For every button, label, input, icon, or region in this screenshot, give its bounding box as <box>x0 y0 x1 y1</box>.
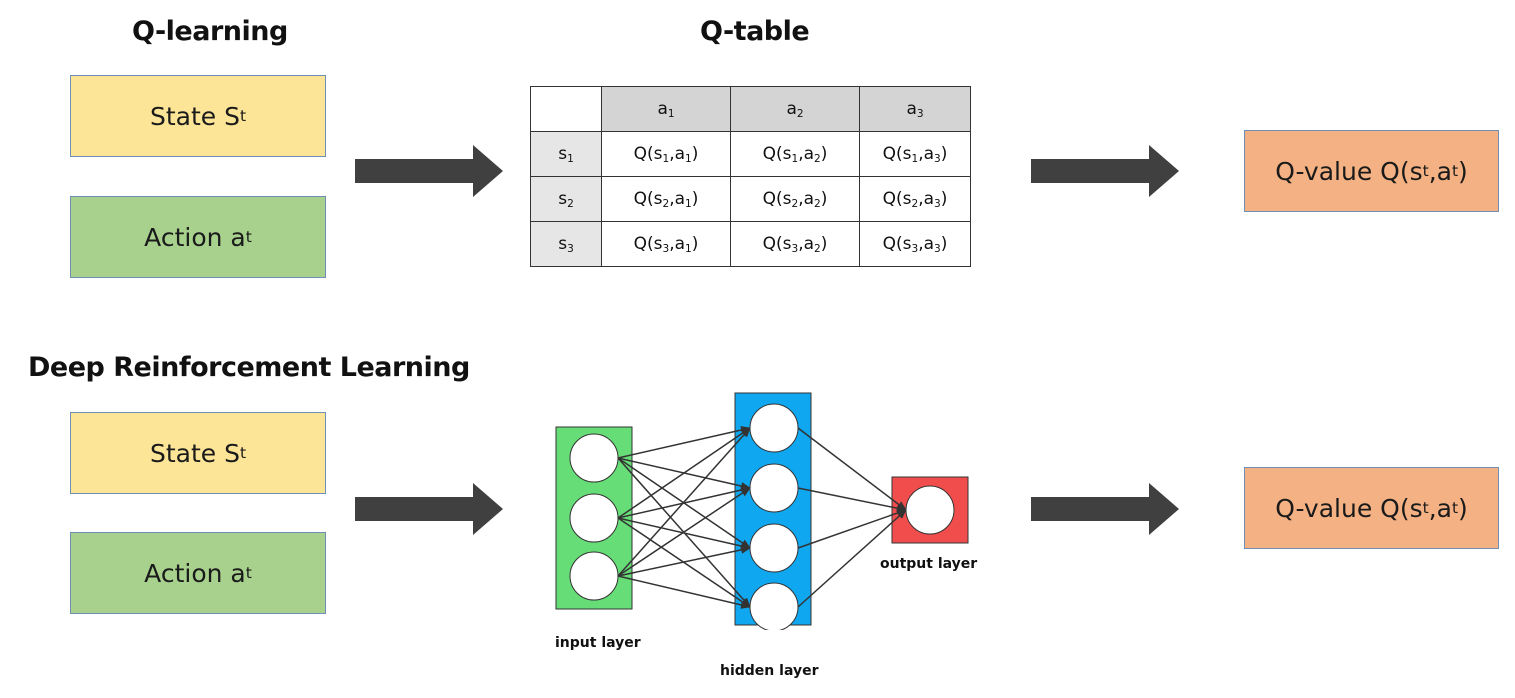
q-table-column-header: a1 <box>601 86 731 132</box>
q-table: a1 a2 a3 s1 Q(s1,a1) Q(s1,a2) Q(s1,a3) s… <box>530 86 971 267</box>
hidden-neuron <box>749 582 799 630</box>
arrow-right-icon <box>355 145 503 197</box>
hidden-neuron <box>749 523 799 573</box>
q-table-cell: Q(s3,a2) <box>730 221 860 267</box>
q-table-column-header: a2 <box>730 86 860 132</box>
q-table-cell: Q(s2,a3) <box>859 176 971 222</box>
input-neuron <box>569 493 619 543</box>
deep-rl-heading: Deep Reinforcement Learning <box>28 352 470 383</box>
neuron-nodes <box>569 403 955 630</box>
hidden-layer-label: hidden layer <box>720 663 819 679</box>
q-table-corner-cell <box>530 86 602 132</box>
arrow-right-icon <box>1031 145 1179 197</box>
q-table-cell: Q(s3,a3) <box>859 221 971 267</box>
q-table-row-header: s1 <box>530 131 602 177</box>
input-hidden-connections <box>617 426 751 609</box>
q-table-cell: Q(s1,a3) <box>859 131 971 177</box>
hidden-neuron <box>749 463 799 513</box>
table-row: s1 Q(s1,a1) Q(s1,a2) Q(s1,a3) <box>530 131 971 177</box>
table-row: s3 Q(s3,a1) Q(s3,a2) Q(s3,a3) <box>530 221 971 267</box>
hidden-output-connections <box>797 427 907 608</box>
q-table-column-header: a3 <box>859 86 971 132</box>
state-label: State S <box>149 101 240 131</box>
q-table-cell: Q(s1,a1) <box>601 131 731 177</box>
output-neuron <box>905 485 955 535</box>
arrow-right-icon <box>1031 483 1179 535</box>
q-table-cell: Q(s2,a1) <box>601 176 731 222</box>
q-table-header-row: a1 a2 a3 <box>530 86 971 132</box>
neural-network-diagram <box>555 392 969 630</box>
action-label: Action a <box>144 222 246 252</box>
q-learning-heading: Q-learning <box>132 16 288 47</box>
q-table-heading: Q-table <box>700 16 810 47</box>
output-layer-label: output layer <box>880 556 978 572</box>
input-layer-label: input layer <box>555 635 641 651</box>
q-table-row-header: s2 <box>530 176 602 222</box>
table-row: s2 Q(s2,a1) Q(s2,a2) Q(s2,a3) <box>530 176 971 222</box>
q-table-cell: Q(s3,a1) <box>601 221 731 267</box>
q-table-cell: Q(s2,a2) <box>730 176 860 222</box>
q-table-row-header: s3 <box>530 221 602 267</box>
input-neuron <box>569 433 619 483</box>
arrow-right-icon <box>355 483 503 535</box>
q-table-cell: Q(s1,a2) <box>730 131 860 177</box>
hidden-neuron <box>749 403 799 453</box>
input-neuron <box>569 551 619 601</box>
